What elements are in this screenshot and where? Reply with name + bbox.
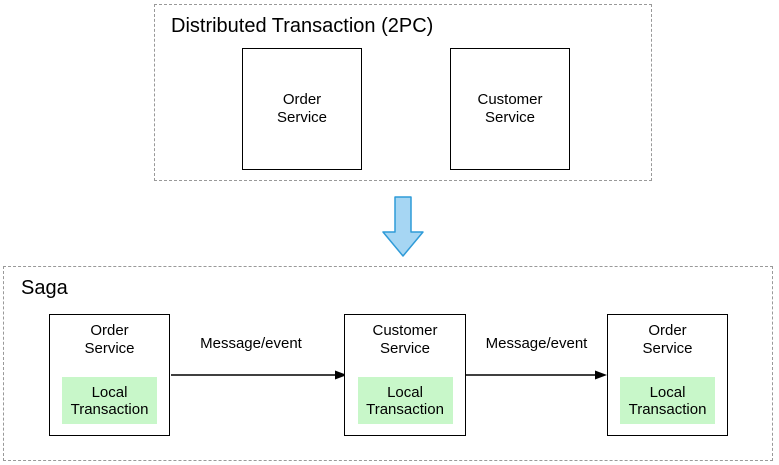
- local-transaction-label-1: Local Transaction: [70, 383, 149, 418]
- local-transaction-box-1: Local Transaction: [62, 377, 157, 424]
- saga-customer-service-label: Customer Service: [372, 322, 438, 357]
- local-transaction-label-3: Local Transaction: [628, 383, 707, 418]
- saga-group: Saga Order Service Local Transaction Mes…: [3, 266, 773, 461]
- distributed-transaction-group: Distributed Transaction (2PC) Order Serv…: [154, 4, 652, 181]
- local-transaction-box-2: Local Transaction: [357, 377, 453, 424]
- local-transaction-label-2: Local Transaction: [366, 383, 444, 418]
- 2pc-customer-service-label: Customer Service: [477, 91, 543, 126]
- distributed-transaction-title: Distributed Transaction (2PC): [171, 15, 434, 37]
- message-event-label-2: Message/event: [485, 335, 588, 352]
- message-event-label-1: Message/event: [200, 335, 302, 352]
- saga-customer-service-box: Customer Service Local Transaction: [344, 314, 466, 436]
- message-event-arrow-2: [466, 370, 607, 380]
- message-event-arrow-1: [171, 370, 347, 380]
- saga-order-service-box-1: Order Service Local Transaction: [49, 314, 170, 436]
- 2pc-order-service-label: Order Service: [276, 91, 328, 126]
- saga-order-service-box-2: Order Service Local Transaction: [607, 314, 728, 436]
- transition-down-arrow-icon: [382, 196, 424, 257]
- 2pc-customer-service-box: Customer Service: [450, 48, 570, 170]
- saga-order-service-label-2: Order Service: [642, 322, 693, 357]
- local-transaction-box-3: Local Transaction: [620, 377, 715, 424]
- saga-title: Saga: [21, 277, 68, 299]
- saga-order-service-label-1: Order Service: [84, 322, 135, 357]
- 2pc-order-service-box: Order Service: [242, 48, 362, 170]
